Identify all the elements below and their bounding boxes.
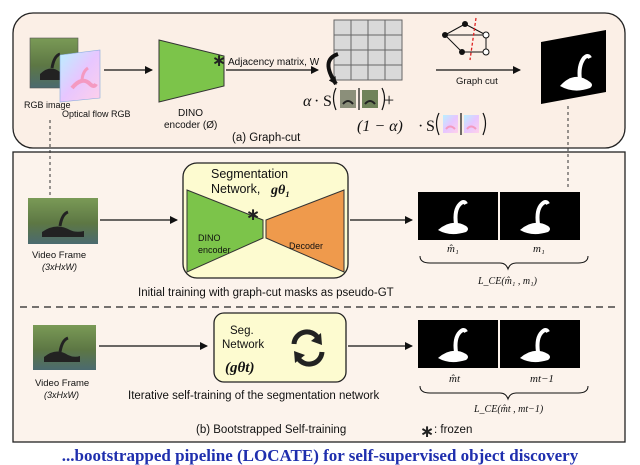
mask-label-gt-2: mt−1 — [530, 373, 554, 385]
decoder-label: Decoder — [289, 241, 323, 251]
encoder-label-line1: DINO — [178, 108, 203, 119]
iterative-training-caption: Iterative self-training of the segmentat… — [128, 390, 379, 402]
encoder-label-line2: encoder (Ø) — [164, 120, 217, 131]
network-encoder-line1: DINO — [198, 233, 221, 243]
formula-s-2: S — [426, 118, 435, 135]
video-frame-dims-2: (3xHxW) — [44, 390, 79, 400]
mask-label-gt-1: m₁ — [533, 243, 545, 255]
network-symbol-g-theta-1: gθ₁ — [270, 183, 290, 198]
formula-flow-thumb-2 — [464, 115, 479, 133]
formula-dot-1: · — [314, 93, 319, 110]
formula-flow-thumb-1 — [443, 115, 458, 133]
initial-training-caption: Initial training with graph-cut masks as… — [138, 287, 394, 299]
figure-caption: ...bootstrapped pipeline (LOCATE) for se… — [0, 447, 640, 465]
frozen-legend-star-icon: ∗ — [420, 422, 434, 442]
loss-label-1: L_CE(m̂₁ , m₁) — [477, 276, 538, 287]
loss-label-2: L_CE(m̂t , mt−1) — [473, 404, 544, 415]
video-frame-dims-1: (3xHxW) — [42, 262, 77, 272]
formula-plus: + — [384, 90, 394, 110]
graph-cut-label: Graph cut — [456, 76, 498, 87]
optical-flow-label: Optical flow RGB — [62, 109, 131, 119]
seg-network-line2: Network — [222, 339, 264, 351]
predicted-mask-initial — [418, 192, 498, 240]
network-title-line1: Segmentation — [211, 167, 288, 181]
formula-alpha: α — [303, 93, 312, 110]
formula-rgb-thumb-1 — [340, 90, 356, 108]
frozen-legend: : frozen — [434, 424, 472, 436]
network-encoder-line2: encoder — [198, 245, 231, 255]
graph-cut-caption: (a) Graph-cut — [232, 132, 301, 144]
formula-s-1: S — [323, 93, 332, 110]
optical-flow-image — [60, 50, 100, 102]
bootstrapped-caption: (b) Bootstrapped Self-training — [196, 424, 346, 436]
seg-network-symbol: (gθt) — [225, 360, 254, 376]
graph-cut-panel — [13, 13, 625, 148]
video-frame-label-2: Video Frame — [35, 378, 89, 389]
formula-one-minus-alpha: (1 − α) — [357, 118, 403, 135]
video-frame-initial — [28, 198, 98, 244]
pseudo-gt-mask-initial — [500, 192, 580, 240]
video-frame-label-1: Video Frame — [32, 250, 86, 261]
previous-mask-iterative — [500, 320, 580, 368]
adjacency-matrix-grid — [334, 20, 402, 80]
mask-label-pred-2: m̂t — [449, 373, 461, 385]
mask-label-pred-1: m̂₁ — [447, 243, 459, 255]
seg-network-line1: Seg. — [230, 325, 254, 337]
graph-cut-output-mask — [541, 30, 606, 104]
network-title-line2: Network, — [211, 182, 260, 196]
formula-rgb-thumb-2 — [362, 90, 378, 108]
formula-dot-2: · — [418, 118, 423, 135]
video-frame-iterative — [33, 325, 96, 370]
frozen-star-icon-network: ∗ — [246, 205, 260, 225]
frozen-star-icon: ∗ — [212, 51, 226, 71]
predicted-mask-iterative — [418, 320, 498, 368]
adjacency-label: Adjacency matrix, W — [228, 57, 320, 68]
